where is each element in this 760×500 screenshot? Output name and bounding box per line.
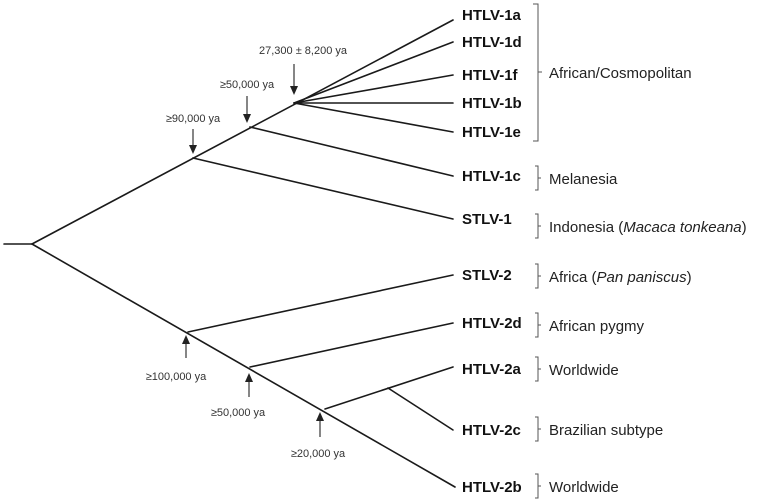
branch-htlv-2d: [249, 322, 454, 368]
group-labels: African/Cosmopolitan Melanesia Indonesia…: [549, 65, 747, 496]
branch-htlv-1e: [293, 102, 454, 133]
taxon-labels: HTLV-1a HTLV-1d HTLV-1f HTLV-1b HTLV-1e …: [462, 7, 522, 496]
group-worldwide-2a: Worldwide: [549, 362, 619, 379]
group-africa-suffix: ): [687, 269, 692, 286]
branch-htlv-2c: [387, 387, 454, 431]
date-label: ≥50,000 ya: [220, 79, 275, 91]
group-indonesia-species: Macaca tonkeana: [623, 219, 741, 236]
branch-htlv2-lineage: [31, 243, 456, 488]
branch-htlv-1d: [293, 41, 454, 104]
arrowhead-icon: [316, 412, 324, 421]
taxon-htlv-2d: HTLV-2d: [462, 315, 522, 332]
taxon-htlv-1f: HTLV-1f: [462, 67, 519, 84]
taxon-stlv-2: STLV-2: [462, 267, 512, 284]
node-annotations: 27,300 ± 8,200 ya ≥50,000 ya ≥90,000 ya …: [146, 45, 348, 460]
taxon-htlv-1a: HTLV-1a: [462, 7, 522, 24]
taxon-htlv-2b: HTLV-2b: [462, 479, 522, 496]
taxon-htlv-1c: HTLV-1c: [462, 168, 521, 185]
bracket-brazilian-subtype: [535, 416, 541, 442]
taxon-stlv-1: STLV-1: [462, 211, 512, 228]
node-date-90000: ≥90,000 ya: [166, 113, 221, 154]
group-africa-species: Pan paniscus: [597, 269, 688, 286]
tree-branches: [3, 19, 456, 488]
arrowhead-icon: [243, 114, 251, 123]
bracket-indonesia: [535, 213, 541, 239]
group-african-cosmopolitan: African/Cosmopolitan: [549, 65, 692, 82]
branch-htlv1-lineage: [31, 19, 454, 245]
node-date-50000-htlv2: ≥50,000 ya: [211, 373, 266, 419]
group-brazilian-subtype: Brazilian subtype: [549, 422, 663, 439]
branch-stlv-1: [192, 157, 454, 220]
group-worldwide-2b: Worldwide: [549, 479, 619, 496]
bracket-worldwide-2b: [535, 473, 541, 499]
bracket-africa: [535, 263, 541, 289]
date-label: ≥100,000 ya: [146, 371, 207, 383]
node-date-27300: 27,300 ± 8,200 ya: [259, 45, 348, 95]
taxon-htlv-2c: HTLV-2c: [462, 422, 521, 439]
group-indonesia-prefix: Indonesia (: [549, 219, 623, 236]
taxon-htlv-1b: HTLV-1b: [462, 95, 522, 112]
date-label: ≥50,000 ya: [211, 407, 266, 419]
group-african-pygmy: African pygmy: [549, 318, 645, 335]
bracket-african-cosmopolitan: [533, 3, 542, 142]
taxon-htlv-1d: HTLV-1d: [462, 34, 522, 51]
date-label: 27,300 ± 8,200 ya: [259, 45, 348, 57]
taxon-htlv-1e: HTLV-1e: [462, 124, 521, 141]
group-africa: Africa (Pan paniscus): [549, 269, 692, 286]
branch-htlv-1c: [249, 126, 454, 177]
node-date-100000: ≥100,000 ya: [146, 335, 207, 383]
node-date-50000-htlv1: ≥50,000 ya: [220, 79, 275, 123]
group-africa-prefix: Africa (: [549, 269, 597, 286]
group-melanesia: Melanesia: [549, 171, 618, 188]
date-label: ≥90,000 ya: [166, 113, 221, 125]
arrowhead-icon: [290, 86, 298, 95]
date-label: ≥20,000 ya: [291, 448, 346, 460]
group-brackets: [533, 3, 542, 499]
bracket-worldwide-2a: [535, 356, 541, 382]
node-date-20000: ≥20,000 ya: [291, 412, 346, 460]
arrowhead-icon: [245, 373, 253, 382]
bracket-african-pygmy: [535, 312, 541, 338]
branch-htlv-1f: [293, 74, 454, 104]
branch-stlv-2: [187, 274, 454, 333]
taxon-htlv-2a: HTLV-2a: [462, 361, 522, 378]
group-indonesia-suffix: ): [742, 219, 747, 236]
arrowhead-icon: [189, 145, 197, 154]
arrowhead-icon: [182, 335, 190, 344]
bracket-melanesia: [535, 165, 541, 191]
group-indonesia: Indonesia (Macaca tonkeana): [549, 219, 747, 236]
